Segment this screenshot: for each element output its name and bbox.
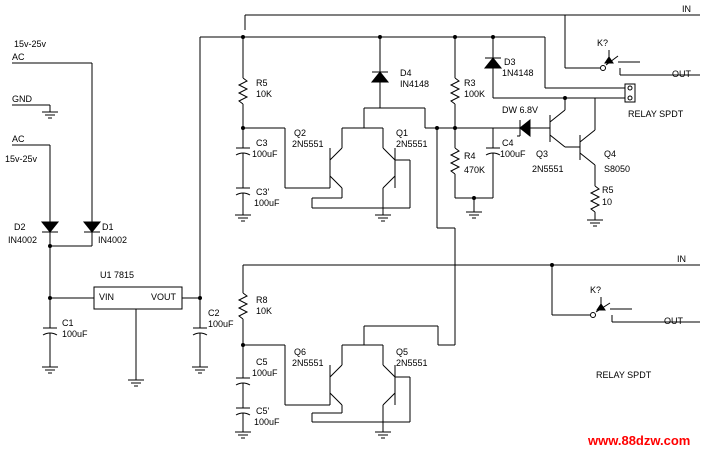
- label-c3p-val: 100uF: [254, 198, 280, 208]
- label-in-bottom: IN: [677, 254, 686, 264]
- gnd-q1: [375, 214, 391, 222]
- label-c4-ref: C4: [502, 138, 514, 148]
- label-r5-val: 10K: [256, 89, 272, 99]
- label-u1: U1 7815: [100, 270, 134, 280]
- resistor-r3: [449, 37, 461, 148]
- label-q4-val: S8050: [604, 164, 630, 174]
- label-dw: DW 6.8V: [502, 105, 538, 115]
- capacitor-c2: [192, 298, 208, 374]
- relay-top: [244, 14, 700, 103]
- label-r5b-val: 10: [602, 197, 612, 207]
- label-r8-ref: R8: [256, 295, 268, 305]
- label-vin: VIN: [99, 292, 114, 302]
- rail-bottom: [242, 264, 700, 293]
- ac-input-top: [12, 62, 93, 222]
- label-c5p-ref: C5': [256, 406, 270, 416]
- label-out-bottom: OUT: [664, 316, 684, 326]
- label-supply-top: 15v-25v: [14, 39, 47, 49]
- label-c5p-val: 100uF: [254, 417, 280, 427]
- label-c4-val: 100uF: [500, 149, 526, 159]
- label-r4-ref: R4: [464, 151, 476, 161]
- label-out-top: OUT: [672, 69, 692, 79]
- capacitor-c4: [485, 128, 501, 198]
- transistor-q4: [579, 98, 596, 186]
- capacitor-c5-prime: [235, 407, 251, 439]
- label-q1-ref: Q1: [396, 128, 408, 138]
- capacitor-c3: [235, 147, 251, 188]
- label-ac-bottom: AC: [12, 134, 25, 144]
- label-q6-val: 2N5551: [292, 358, 324, 368]
- label-r3-ref: R3: [464, 78, 476, 88]
- label-relay-top: RELAY SPDT: [628, 109, 684, 119]
- label-q2-val: 2N5551: [292, 139, 324, 149]
- transistor-q1: [382, 128, 396, 215]
- label-c2-val: 100uF: [208, 319, 234, 329]
- label-relay-bottom: RELAY SPDT: [596, 370, 652, 380]
- label-q1-val: 2N5551: [396, 139, 428, 149]
- label-q5-ref: Q5: [396, 347, 408, 357]
- label-vout: VOUT: [151, 292, 177, 302]
- zener-dw: [495, 118, 550, 138]
- regulator-u1: [50, 286, 200, 387]
- resistor-r8: [237, 292, 249, 378]
- relay-bottom: [551, 265, 700, 323]
- transistor-q5: [382, 345, 396, 432]
- label-r8-val: 10K: [256, 306, 272, 316]
- watermark: www.88dzw.com: [587, 433, 690, 448]
- transistor-q3: [549, 98, 580, 148]
- label-d2-ref: D2: [14, 222, 26, 232]
- label-c1-val: 100uF: [62, 329, 88, 339]
- label-d2-val: IN4002: [8, 235, 37, 245]
- label-r5-ref: R5: [256, 78, 268, 88]
- diode-d3: [483, 37, 625, 99]
- label-c1-ref: C1: [62, 318, 74, 328]
- capacitor-c3-prime: [235, 187, 251, 222]
- label-q5-val: 2N5551: [396, 358, 428, 368]
- label-d1-ref: D1: [102, 222, 114, 232]
- label-q3-val: 2N5551: [532, 164, 564, 174]
- gnd-r4: [466, 198, 482, 219]
- label-r3-val: 100K: [464, 89, 485, 99]
- label-k-bottom: K?: [590, 285, 601, 295]
- label-d4-ref: D4: [400, 68, 412, 78]
- label-d1-val: IN4002: [98, 235, 127, 245]
- label-supply-bottom: 15v-25v: [5, 154, 38, 164]
- label-q3-ref: Q3: [536, 149, 548, 159]
- label-r5b-ref: R5: [602, 185, 614, 195]
- label-c5-ref: C5: [256, 357, 268, 367]
- label-gnd: GND: [12, 94, 33, 104]
- rail-vout: [199, 36, 625, 298]
- label-c3p-ref: C3': [256, 187, 270, 197]
- label-q4-ref: Q4: [604, 149, 616, 159]
- label-c2-ref: C2: [208, 308, 220, 318]
- transistor-q2: [329, 128, 343, 198]
- diode-d2: [40, 221, 60, 298]
- label-in-top: IN: [682, 4, 691, 14]
- label-d3-ref: D3: [504, 57, 516, 67]
- label-c5-val: 100uF: [252, 368, 278, 378]
- label-c3-val: 100uF: [252, 149, 278, 159]
- transistor-q6: [329, 345, 343, 413]
- label-d3-val: 1N4148: [502, 68, 534, 78]
- label-d4-val: IN4148: [400, 79, 429, 89]
- ac-input-bottom: [12, 144, 51, 222]
- label-q2-ref: Q2: [294, 128, 306, 138]
- diode-d1: [50, 221, 102, 247]
- label-ac-top: AC: [12, 52, 25, 62]
- resistor-r5-emitter: [587, 185, 603, 227]
- capacitor-c1: [42, 298, 58, 374]
- label-c3-ref: C3: [256, 138, 268, 148]
- gnd-q5: [375, 431, 391, 439]
- label-q6-ref: Q6: [294, 347, 306, 357]
- capacitor-c5: [235, 377, 251, 408]
- resistor-r5: [237, 37, 249, 148]
- label-r4-val: 470K: [464, 165, 485, 175]
- label-k-top: K?: [597, 38, 608, 48]
- gnd-input: [12, 104, 58, 119]
